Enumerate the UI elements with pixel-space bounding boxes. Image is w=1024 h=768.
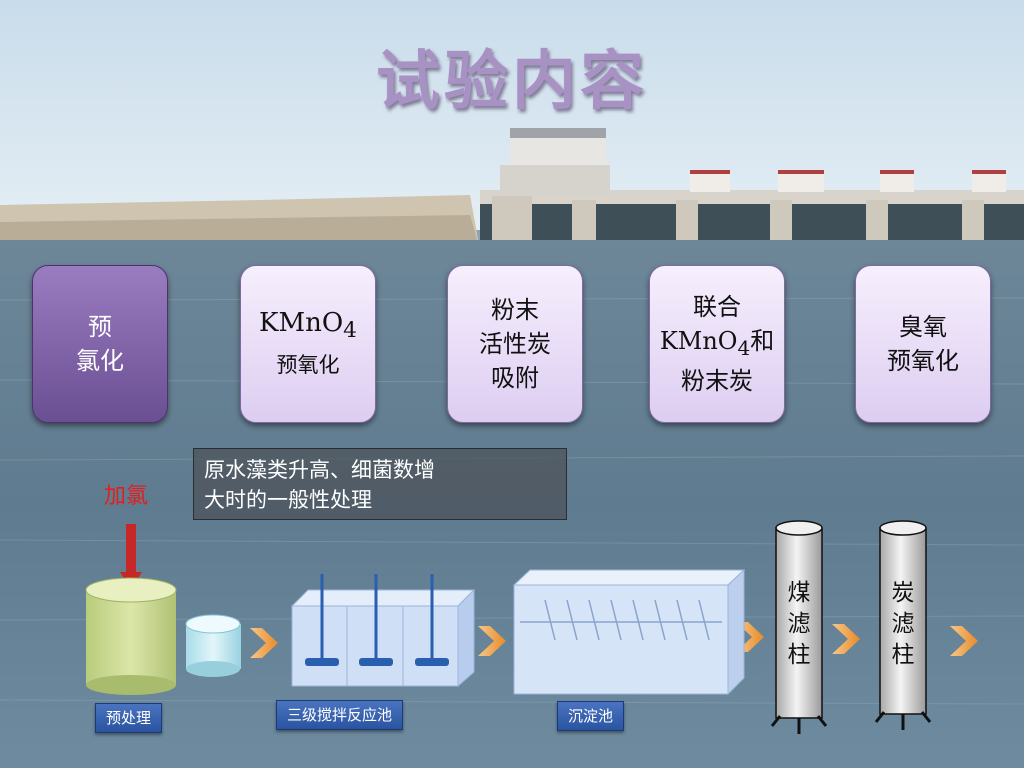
card-line: 预氧化 — [276, 353, 340, 378]
flow-arrow-icon — [950, 626, 978, 656]
card-pac-adsorption[interactable]: 粉末 活性炭 吸附 — [447, 265, 583, 423]
card-kmno4-preoxidation[interactable]: KMnO4 预氧化 — [240, 265, 376, 423]
label-char: 柱 — [787, 642, 811, 668]
carbon-filter-label: 炭 滤 柱 — [888, 578, 918, 671]
label-char: 滤 — [891, 611, 915, 637]
flow-arrow-icon — [250, 628, 278, 658]
label-char: 煤 — [787, 580, 811, 606]
flow-arrow-icon — [736, 622, 764, 652]
sedimentation-tank — [512, 568, 746, 696]
page-title: 试验内容 — [376, 45, 648, 119]
add-chlorine-label: 加氯 — [104, 484, 149, 509]
card-ozone-preoxidation[interactable]: 臭氧 预氧化 — [855, 265, 991, 423]
card-line: 粉末炭 — [681, 367, 753, 396]
card-line: 活性炭 — [479, 330, 551, 358]
label-char: 滤 — [787, 611, 811, 637]
card-pre-chlorination[interactable]: 预 氯化 — [32, 265, 168, 423]
label-char: 柱 — [891, 642, 915, 668]
card-line: 臭氧 — [899, 313, 947, 341]
formula-subscript: 4 — [737, 335, 751, 360]
note-line: 原水藻类升高、细菌数增 — [204, 458, 435, 482]
card-formula: KMnO4 — [259, 306, 357, 348]
card-formula: KMnO4和 — [660, 324, 774, 365]
small-tank — [185, 614, 241, 677]
flow-arrow-icon — [832, 624, 860, 654]
card-line: 吸附 — [491, 364, 539, 392]
note-line: 大时的一般性处理 — [204, 488, 372, 512]
card-line: 预氧化 — [887, 347, 959, 375]
coal-filter-column — [770, 520, 828, 734]
formula-main: KMnO — [659, 326, 738, 355]
sedimentation-label: 沉淀池 — [557, 701, 625, 731]
card-line: 氯化 — [76, 347, 124, 375]
card-combined-kmno4-pac[interactable]: 联合 KMnO4和 粉末炭 — [649, 265, 785, 423]
formula-suffix: 和 — [750, 326, 775, 355]
stirring-reactor — [290, 574, 476, 688]
card-line: 联合 — [693, 292, 741, 321]
formula-main: KMnO — [259, 307, 344, 338]
coal-filter-label: 煤 滤 柱 — [784, 578, 814, 671]
flow-arrow-icon — [478, 626, 506, 656]
card-line: 粉末 — [491, 296, 539, 324]
carbon-filter-column — [874, 520, 932, 730]
pretreatment-label: 预处理 — [95, 703, 163, 733]
label-char: 炭 — [891, 580, 915, 606]
card-line: 预 — [88, 313, 112, 341]
reactor-label: 三级搅拌反应池 — [276, 700, 404, 730]
pretreatment-tank — [85, 577, 177, 695]
note-box: 原水藻类升高、细菌数增 大时的一般性处理 — [193, 448, 567, 520]
formula-subscript: 4 — [343, 318, 357, 344]
